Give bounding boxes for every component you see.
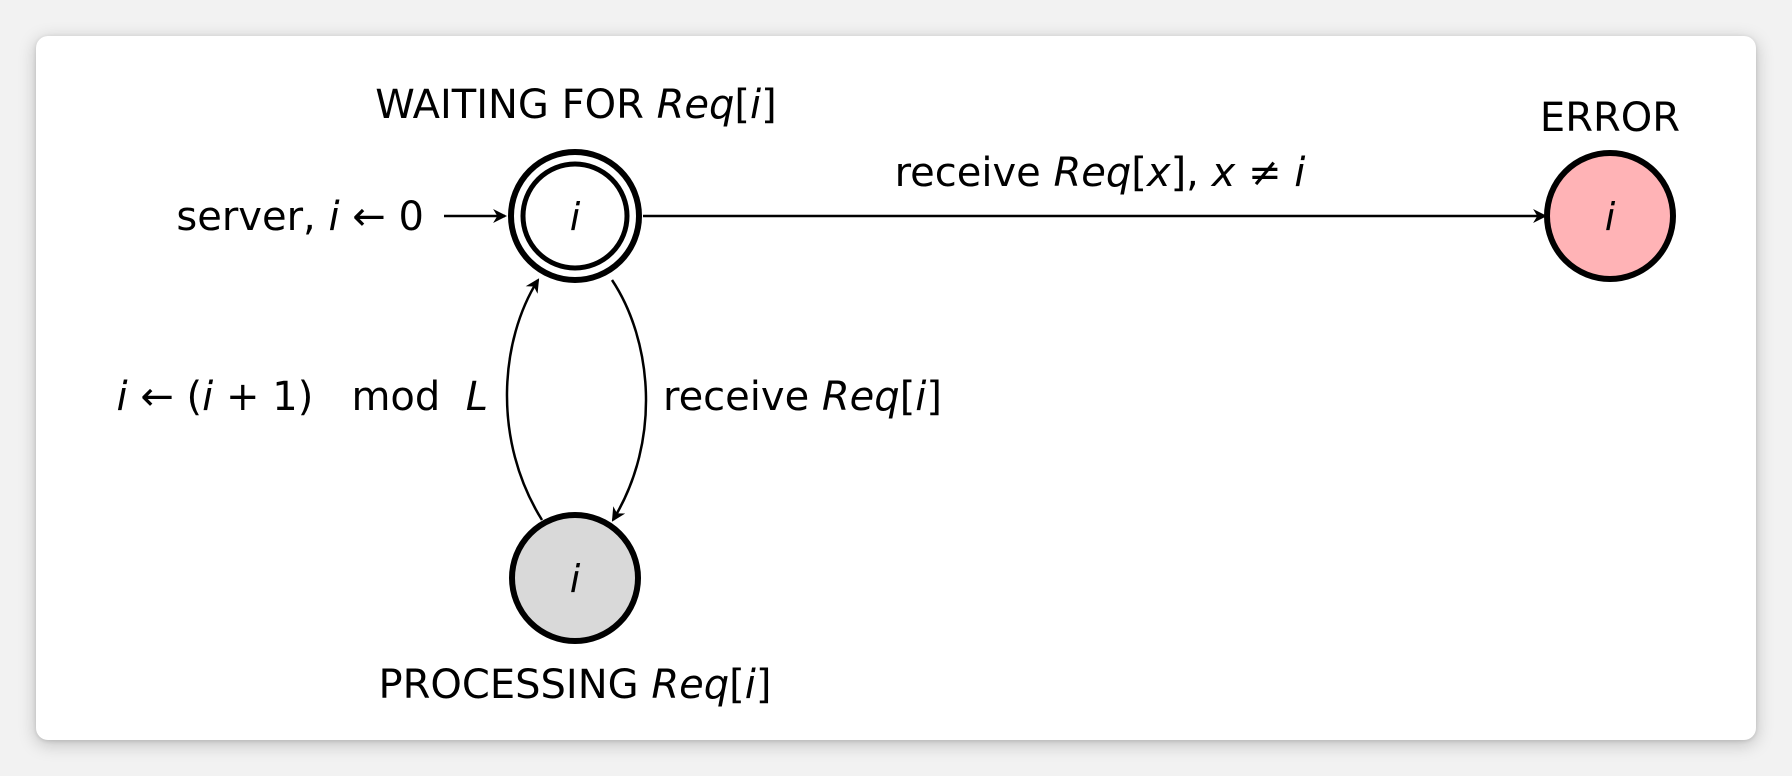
state-waiting: i <box>508 149 642 283</box>
state-processing: i <box>509 512 641 644</box>
state-waiting-node-label: i <box>570 195 581 239</box>
state-processing-circle <box>509 512 641 644</box>
edge-waiting-to-processing <box>610 279 648 522</box>
diagram-card <box>36 36 1756 740</box>
state-error-circle <box>1544 150 1676 282</box>
edge-processing-to-waiting <box>505 278 544 521</box>
edge-waiting-to-error-label: receive Req[x], x ≠ i <box>895 150 1306 196</box>
state-processing-title: PROCESSING Req[i] <box>379 662 772 708</box>
state-processing-node-label: i <box>570 557 581 601</box>
state-waiting-inner-ring <box>520 161 630 271</box>
edge-processing-to-waiting-label: i ← (i + 1) mod L <box>116 374 488 420</box>
state-waiting-title: WAITING FOR Req[i] <box>375 82 777 128</box>
edge-waiting-to-processing-label: receive Req[i] <box>663 374 942 420</box>
initial-transition-label: server, i ← 0 <box>176 194 424 240</box>
state-error-title: ERROR <box>1540 95 1680 141</box>
state-error-node-label: i <box>1605 195 1616 239</box>
state-error: i <box>1544 150 1676 282</box>
